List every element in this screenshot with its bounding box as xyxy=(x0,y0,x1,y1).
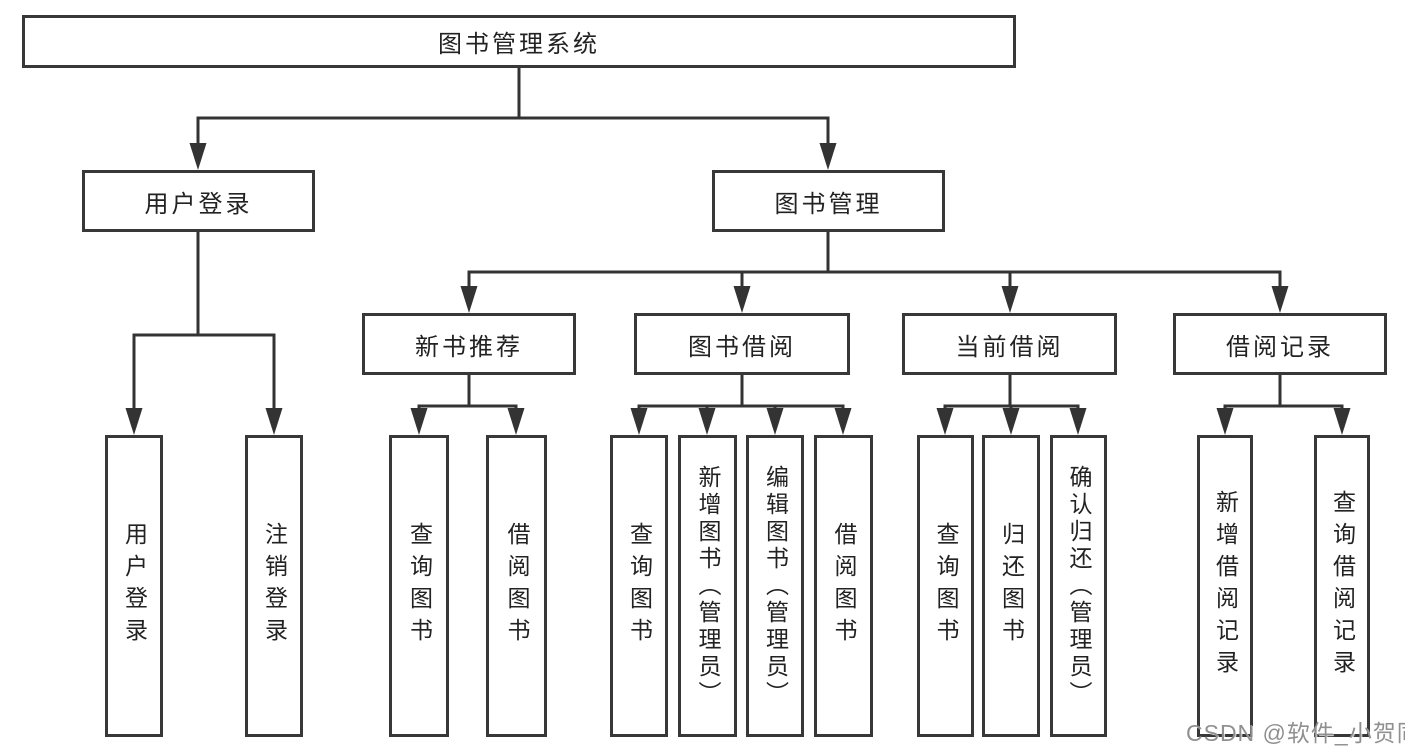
node-label: 用户登录 xyxy=(144,190,253,218)
leaf-label: 确认归还（管理员） xyxy=(1066,464,1092,708)
leaf-label: 用户登录 xyxy=(121,522,148,650)
node-library-management-system: 图书管理系统 xyxy=(22,15,1016,68)
leaf-add-borrow-record: 新增借阅记录 xyxy=(1197,435,1253,737)
leaf-query-books-borrowing: 查询图书 xyxy=(610,435,668,737)
leaf-label: 查询图书 xyxy=(406,522,433,650)
leaf-query-books-current: 查询图书 xyxy=(917,435,974,737)
node-label: 当前借阅 xyxy=(955,333,1064,361)
csdn-watermark: CSDN @软件_小贺同学 xyxy=(1186,720,1405,746)
leaf-label: 注销登录 xyxy=(261,522,288,650)
leaf-borrow-books-recommend: 借阅图书 xyxy=(486,435,547,737)
leaf-edit-books-admin: 编辑图书（管理员） xyxy=(746,435,804,737)
leaf-label: 借阅图书 xyxy=(831,522,857,650)
node-user-login: 用户登录 xyxy=(82,170,315,232)
leaf-return-books: 归还图书 xyxy=(982,435,1040,737)
leaf-label: 查询借阅记录 xyxy=(1329,490,1356,682)
leaf-label: 编辑图书（管理员） xyxy=(762,464,789,708)
leaf-label: 查询图书 xyxy=(933,522,959,650)
leaf-label: 新增图书（管理员） xyxy=(695,464,721,708)
node-current-borrowing: 当前借阅 xyxy=(902,313,1117,375)
leaf-confirm-return-admin: 确认归还（管理员） xyxy=(1050,435,1107,737)
node-label: 图书管理系统 xyxy=(438,31,600,58)
node-label: 图书借阅 xyxy=(688,333,796,361)
node-label: 新书推荐 xyxy=(415,333,523,361)
leaf-label: 新增借阅记录 xyxy=(1212,490,1239,682)
node-new-book-recommend: 新书推荐 xyxy=(362,313,576,375)
leaf-add-books-admin: 新增图书（管理员） xyxy=(678,435,737,737)
node-label: 借阅记录 xyxy=(1226,333,1334,361)
node-book-borrowing: 图书借阅 xyxy=(634,313,850,375)
leaf-borrow-books: 借阅图书 xyxy=(814,435,873,737)
leaf-label: 借阅图书 xyxy=(504,522,530,650)
leaf-label: 归还图书 xyxy=(998,522,1025,650)
node-label: 图书管理 xyxy=(774,190,883,218)
node-borrowing-records: 借阅记录 xyxy=(1173,313,1387,375)
leaf-query-books-recommend: 查询图书 xyxy=(389,435,449,737)
leaf-user-login: 用户登录 xyxy=(105,435,163,737)
leaf-query-borrow-record: 查询借阅记录 xyxy=(1314,435,1370,737)
leaf-logout-login: 注销登录 xyxy=(245,435,303,737)
node-book-management: 图书管理 xyxy=(712,170,945,232)
leaf-label: 查询图书 xyxy=(626,522,653,650)
